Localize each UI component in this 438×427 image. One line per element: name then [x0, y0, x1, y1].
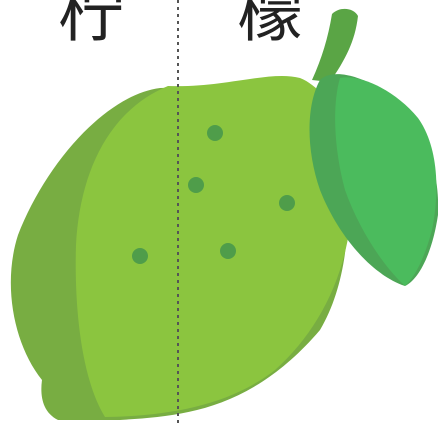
leaf-light-shape: [335, 77, 437, 286]
character-meng: 檬: [237, 0, 303, 51]
lime-dot: [220, 243, 236, 259]
character-ning: 柠: [58, 0, 124, 51]
lime-body-shape: [75, 75, 352, 417]
lime-dot: [132, 248, 148, 264]
lime-dot: [207, 125, 223, 141]
lime-dot: [279, 195, 295, 211]
stem-shape: [312, 8, 358, 83]
lime-dot: [188, 177, 204, 193]
